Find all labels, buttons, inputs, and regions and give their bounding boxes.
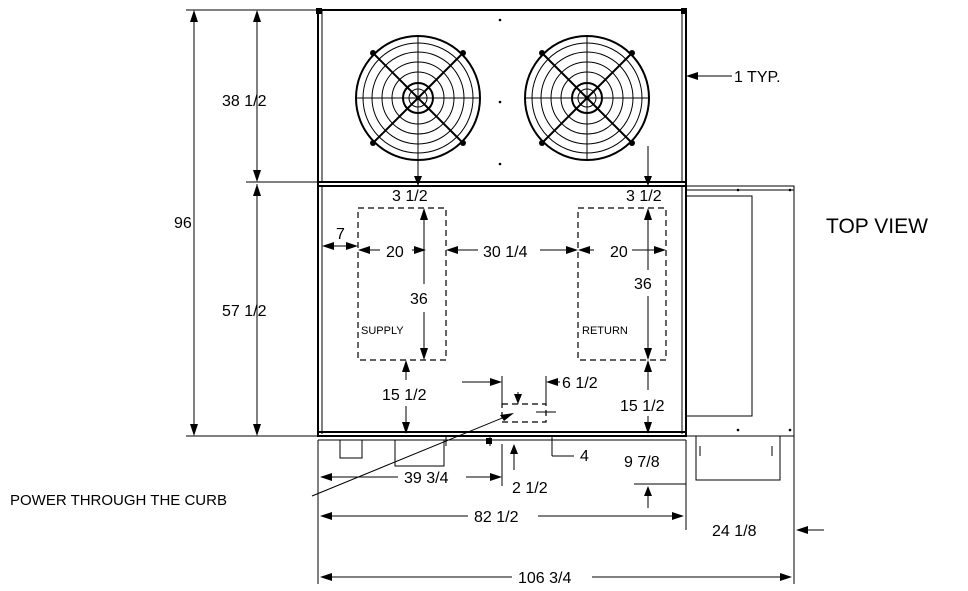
- dim-15-1-2-left: 15 1/2: [382, 387, 427, 404]
- dim-4: 4: [580, 448, 589, 465]
- dim-20-right: 20: [610, 244, 628, 261]
- dim-57-1-2: 57 1/2: [222, 303, 267, 320]
- dim-15-1-2-right: 15 1/2: [620, 398, 665, 415]
- supply-opening: [357, 207, 447, 361]
- dim-38-1-2: 38 1/2: [222, 93, 267, 110]
- dim-9-7-8: 9 7/8: [624, 454, 660, 471]
- dim-30-1-4: 30 1/4: [483, 244, 528, 261]
- dim-82-1-2: 82 1/2: [474, 509, 519, 526]
- curb-details: [318, 436, 781, 481]
- dim-7: 7: [336, 226, 345, 243]
- dim-96: 96: [174, 215, 192, 232]
- dim-20-left: 20: [386, 244, 404, 261]
- power-label: POWER THROUGH THE CURB: [10, 492, 227, 509]
- return-opening: [577, 207, 667, 361]
- return-label: RETURN: [582, 325, 628, 337]
- dim-36-left: 36: [410, 291, 428, 308]
- dimension-labels: TOP VIEW 96 38 1/2 57 1/2 1 TYP. 3 1/2 3…: [10, 69, 928, 587]
- power-opening: [501, 403, 547, 423]
- dim-39-3-4: 39 3/4: [404, 470, 449, 487]
- dim-24-1-8: 24 1/8: [712, 523, 757, 540]
- fan-left: [355, 35, 481, 161]
- dim-2-1-2: 2 1/2: [512, 480, 548, 497]
- dimension-lines: [186, 9, 824, 584]
- dim-3-1-2-left: 3 1/2: [392, 188, 428, 205]
- dim-6-1-2: 6 1/2: [562, 375, 598, 392]
- fan-right: [524, 35, 650, 161]
- supply-label: SUPPLY: [361, 325, 404, 337]
- view-title: TOP VIEW: [826, 215, 928, 238]
- dim-3-1-2-right: 3 1/2: [626, 188, 662, 205]
- dim-1-typ: 1 TYP.: [734, 69, 781, 86]
- side-module: [685, 185, 795, 437]
- dim-106-3-4: 106 3/4: [518, 570, 571, 587]
- dim-36-right: 36: [634, 276, 652, 293]
- unit-outline: [316, 8, 687, 437]
